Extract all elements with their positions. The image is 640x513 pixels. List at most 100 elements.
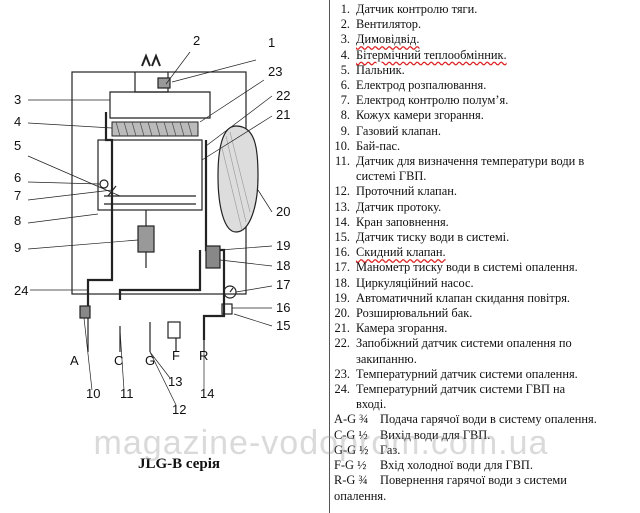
legend-port-code: F-G ½	[334, 458, 367, 473]
legend-item-text: Кожух камери згорання.	[356, 108, 484, 123]
expansion-vessel	[217, 125, 259, 233]
legend-item-text: Автоматичний клапан скидання повітря.	[356, 290, 570, 305]
legend-item: 14. Кран заповнення.	[334, 215, 638, 230]
legend-item-number: 17.	[334, 260, 351, 275]
legend-item-number: 7.	[340, 93, 350, 108]
legend-port-text: Повернення гарячої води з системи	[380, 473, 567, 488]
legend-item-text: Кран заповнення.	[356, 214, 449, 229]
legend-item-text: Датчик для визначення температури води в	[356, 154, 585, 169]
port-label-g: G	[145, 353, 155, 368]
legend-port-code: A-G ¾	[334, 412, 369, 427]
legend-item-text: Манометр тиску води в системі опалення.	[356, 260, 578, 275]
legend-item: 10.Бай-пас.	[334, 139, 638, 154]
legend-port-text: Подача гарячої води в систему опалення.	[380, 412, 597, 427]
legend-item-text: Датчик контролю тяги.	[356, 2, 478, 16]
legend-item-text: Запобіжний датчик системи опалення по	[356, 336, 572, 351]
legend-item: 22. Запобіжний датчик системи опалення по	[334, 336, 638, 351]
legend-item-text: Проточний клапан.	[356, 184, 457, 199]
legend-item-text: Газовий клапан.	[356, 123, 441, 138]
legend-port-text: Газ.	[380, 442, 401, 457]
legend-item: 23.Температурний датчик системи опалення…	[334, 367, 638, 382]
callout-16: 16	[276, 300, 290, 315]
leader-line-15	[233, 313, 273, 327]
legend-item-number: 20.	[334, 306, 351, 321]
leader-line-5	[27, 155, 121, 197]
leader-line-19	[219, 245, 273, 251]
legend-item: 16. Скидний клапан.	[334, 245, 638, 260]
legend-item-text: Електрод контролю полум’я.	[356, 93, 509, 108]
callout-1: 1	[268, 35, 275, 50]
legend-item: 21. Камера згорання.	[334, 321, 638, 336]
leader-line-18	[219, 259, 273, 267]
callout-6: 6	[14, 170, 21, 185]
legend-item-number: 24.	[334, 382, 351, 397]
legend-item-text: Бай-пас.	[356, 138, 401, 153]
legend-item-number: 15.	[334, 230, 351, 245]
legend-item-continuation: системі ГВП.	[356, 169, 427, 184]
legend-port: A-G ¾ Подача гарячої води в систему опале…	[334, 412, 638, 427]
callout-11: 11	[120, 386, 134, 401]
callout-23: 23	[268, 64, 282, 79]
legend-item-number: 21.	[334, 321, 351, 336]
port-label-a: A	[70, 353, 79, 368]
fan-housing	[109, 91, 211, 119]
legend-item-text: Камера згорання.	[356, 321, 448, 336]
leader-line-21	[201, 115, 273, 161]
legend-item-number: 14.	[334, 214, 351, 229]
legend-item: 19. Автоматичний клапан скидання повітря.	[334, 291, 638, 306]
legend-item-number: 23.	[334, 366, 351, 381]
callout-24: 24	[14, 283, 28, 298]
callout-13: 13	[168, 374, 182, 389]
legend-item-number: 11.	[334, 154, 350, 169]
leader-line-4	[27, 122, 113, 129]
leader-line-20	[257, 189, 273, 213]
leader-line-23	[199, 79, 265, 123]
legend-item-number: 1.	[340, 2, 350, 16]
legend-item: 11. Датчик для визначення температури вод…	[334, 154, 638, 169]
legend-item: 6. Електрод розпалювання.	[334, 78, 638, 93]
legend-item-continuation: вході.	[356, 397, 387, 412]
legend-item: 7. Електрод контролю полум’я.	[334, 93, 638, 108]
legend-item-text: Розширювальний бак.	[356, 306, 473, 321]
combustion-chamber	[97, 139, 203, 211]
legend-item-text: Димовідвід.	[356, 32, 420, 47]
heating-return-pipe	[202, 140, 226, 340]
legend-port-text: Вихід води для ГВП.	[380, 427, 491, 442]
gas-valve	[137, 225, 155, 253]
burner	[104, 195, 196, 205]
legend-port-code: C-G ½	[334, 427, 368, 442]
legend-item-number: 19.	[334, 290, 351, 305]
legend-item-text: Електрод розпалювання.	[356, 78, 487, 93]
legend-item: 18.Циркуляційний насос.	[334, 276, 638, 291]
legend-item: 15.Датчик тиску води в системі.	[334, 230, 638, 245]
callout-21: 21	[276, 107, 290, 122]
legend-item-number: 16.	[334, 245, 351, 260]
callout-19: 19	[276, 238, 290, 253]
legend-item-text: Циркуляційний насос.	[356, 275, 474, 290]
diagram-caption: JLG-B серія	[138, 456, 220, 472]
legend-item: 17. Манометр тиску води в системі опаленн…	[334, 260, 638, 275]
legend-item-text: Бітермічний теплообмінник.	[356, 47, 507, 62]
dhw-pipe	[118, 250, 202, 300]
legend-item-text: Скидний клапан.	[356, 245, 446, 260]
bithermal-heat-exchanger	[111, 121, 199, 137]
legend-item-number: 22.	[334, 336, 351, 351]
callout-22: 22	[276, 88, 290, 103]
callout-8: 8	[14, 213, 21, 228]
leader-line-2	[165, 51, 191, 85]
legend-item: 4.Бітермічний теплообмінник.	[334, 48, 638, 63]
callout-2: 2	[193, 33, 200, 48]
leader-line-11	[119, 329, 125, 391]
callout-7: 7	[14, 188, 21, 203]
leader-line-7	[27, 189, 113, 201]
callout-3: 3	[14, 92, 21, 107]
legend-item-number: 2.	[340, 17, 350, 32]
legend-item-number: 5.	[340, 62, 350, 77]
legend-item-number: 3.	[340, 32, 350, 47]
legend-item: 1. Датчик контролю тяги.	[334, 2, 638, 17]
legend-item-number: 6.	[340, 78, 350, 93]
legend-port: C-G ½ Вихід води для ГВП.	[334, 428, 638, 443]
callout-9: 9	[14, 240, 21, 255]
legend-item-number: 9.	[340, 123, 350, 138]
callout-10: 10	[86, 386, 100, 401]
